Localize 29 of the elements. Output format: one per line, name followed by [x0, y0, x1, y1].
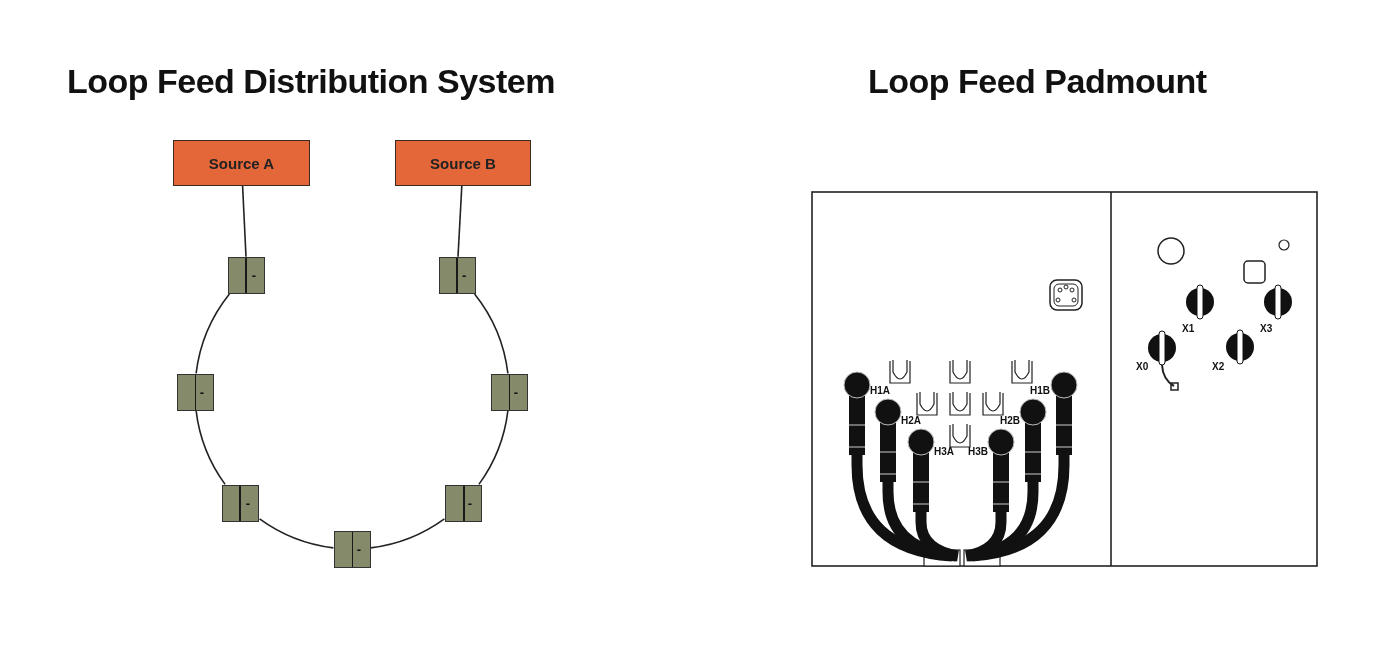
panel-heading: Loop Feed Padmount — [868, 62, 1207, 101]
feeder-line — [473, 293, 509, 375]
feeder-line — [369, 518, 446, 549]
feeder-line — [258, 518, 335, 549]
source-box: Source A — [173, 140, 310, 186]
terminal-label: H2B — [1000, 415, 1020, 426]
feeder-line — [457, 185, 463, 258]
terminal-label: X0 — [1136, 361, 1149, 372]
terminal-label: H1A — [870, 385, 890, 396]
switch-box: - — [176, 373, 214, 411]
switch-box: - — [444, 484, 482, 522]
panel-heading: Loop Feed Distribution System — [67, 62, 555, 101]
switch-box: - — [228, 256, 266, 294]
terminal-label: H2A — [901, 415, 921, 426]
feeder-line — [195, 409, 226, 486]
source-box: Source B — [395, 140, 531, 186]
switch-box: - — [333, 530, 371, 568]
switch-box: - — [222, 484, 260, 522]
terminal-label: H3B — [968, 446, 988, 457]
terminal-label: H3A — [934, 446, 954, 457]
terminal-label: X1 — [1182, 323, 1195, 334]
switch-box: - — [490, 373, 528, 411]
terminal-label: H1B — [1030, 385, 1050, 396]
feeder-line — [241, 185, 247, 258]
feeder-line — [478, 409, 509, 486]
terminal-label: X3 — [1260, 323, 1273, 334]
feeder-line — [195, 293, 231, 375]
terminal-label: X2 — [1212, 361, 1225, 372]
switch-box: - — [438, 256, 476, 294]
